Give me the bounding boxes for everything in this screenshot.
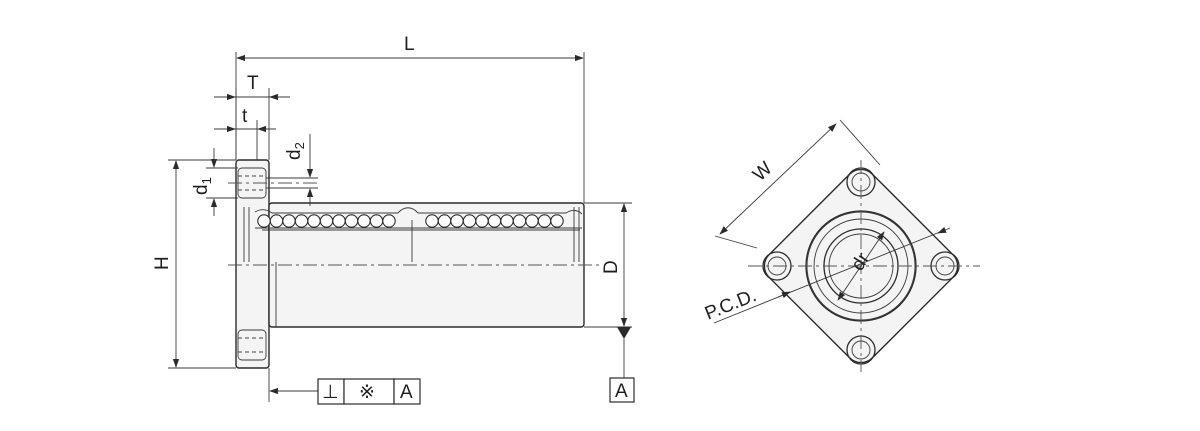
ball (425, 214, 439, 228)
datum-triangle (617, 327, 631, 339)
tolerance-frame: ⊥ ※ A (317, 378, 421, 405)
ball (487, 214, 502, 228)
ball (475, 214, 489, 228)
ball (332, 214, 346, 228)
tolerance-value: ※ (359, 382, 375, 403)
ball (550, 214, 564, 228)
tolerance-datum: A (400, 382, 413, 403)
datum-label: A (615, 381, 628, 402)
ball (269, 214, 284, 228)
dim-W-line (719, 123, 837, 235)
ball (357, 214, 371, 228)
pcd-leader (713, 231, 941, 324)
dim-dr-line (837, 231, 885, 301)
ball (437, 214, 452, 228)
flange-hole-bottom (237, 329, 267, 361)
ball (344, 214, 359, 228)
ball (307, 214, 321, 228)
dim-d1-label: d1 (191, 177, 214, 195)
dim-t-label: t (242, 106, 248, 127)
pcd-label: P.C.D. (702, 285, 759, 325)
dim-D-label: D (601, 260, 622, 274)
ball-row-left (257, 214, 396, 228)
ball (512, 214, 527, 228)
ball (450, 214, 464, 228)
ball-row-right (425, 214, 564, 228)
dim-W-label: W (749, 158, 776, 186)
ball (537, 214, 552, 228)
dim-d2-label: d2 (284, 142, 307, 160)
dim-T-label: T (247, 73, 259, 94)
flange (235, 159, 270, 369)
ball (500, 214, 514, 228)
dim-H-label: H (152, 256, 173, 270)
ball (462, 214, 477, 228)
ball (257, 214, 271, 228)
ball (369, 214, 384, 228)
ball (282, 214, 296, 228)
side-view: L T t d2 d1 H (152, 34, 635, 405)
ball (525, 214, 539, 228)
ball (319, 214, 334, 228)
ball (382, 214, 396, 228)
dim-L-label: L (404, 34, 415, 55)
front-view: W dr (702, 119, 980, 372)
perpendicularity-symbol: ⊥ (322, 382, 339, 403)
ball (294, 214, 309, 228)
datum-box (609, 377, 635, 403)
